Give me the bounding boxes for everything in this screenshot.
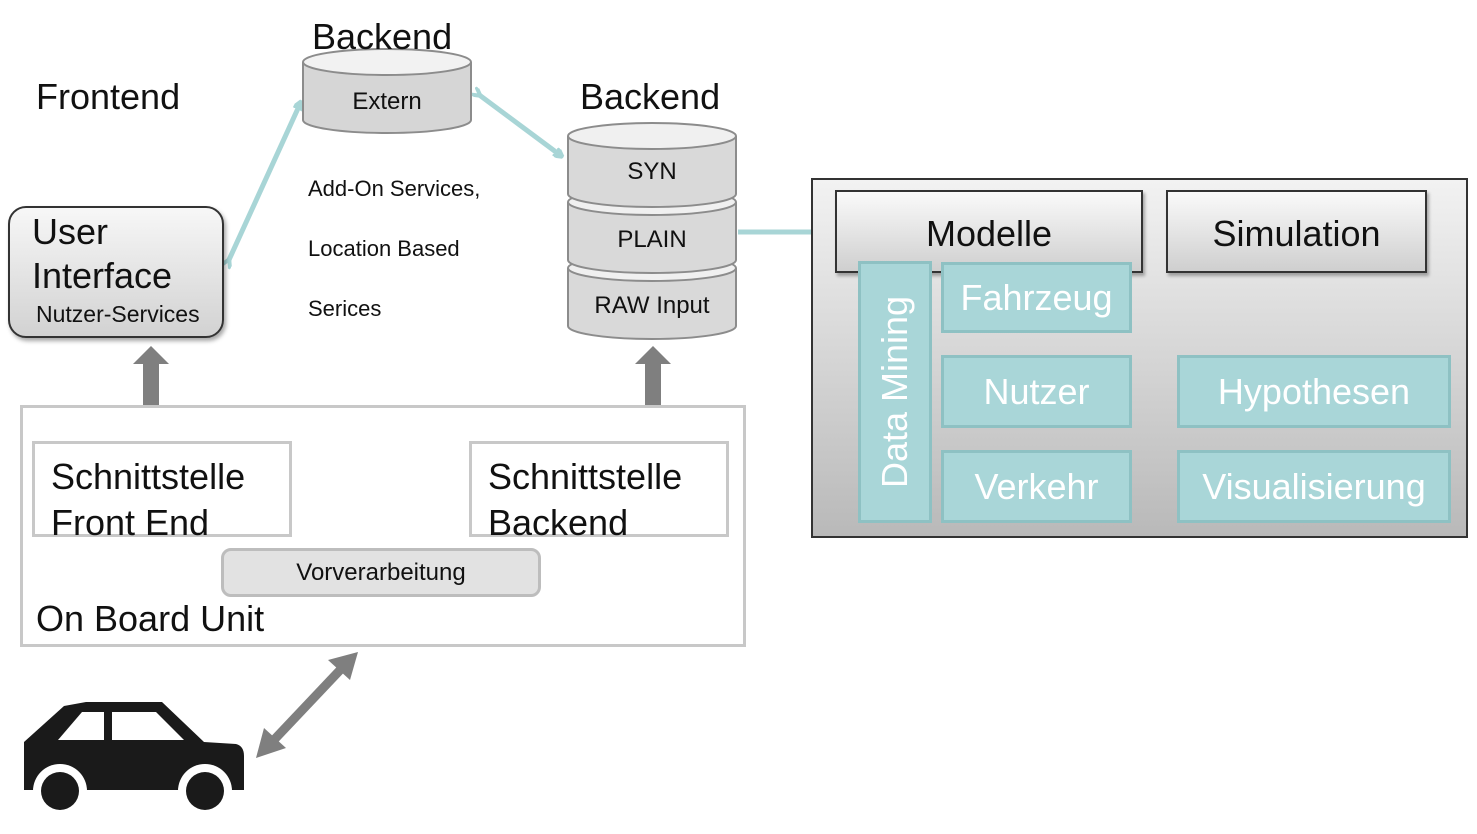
database-icon <box>567 122 737 340</box>
arrow-extern-backend <box>478 94 560 155</box>
model-item-verkehr: Verkehr <box>941 450 1132 523</box>
ui-subtitle: Nutzer-Services <box>36 301 200 327</box>
ui-title-line2: Interface <box>32 255 173 296</box>
sim-item-hypothesen: Hypothesen <box>1177 355 1451 428</box>
addon-services-note: Add-On Services, Location Based Serices <box>308 144 480 354</box>
frontend-label: Frontend <box>36 76 181 117</box>
model-item-fahrzeug: Fahrzeug <box>941 262 1132 333</box>
user-interface-box: User Interface Nutzer-Services <box>8 206 224 338</box>
addon-note-line: Serices <box>308 296 382 321</box>
arrow-ui-extern <box>228 104 300 262</box>
data-mining-bar: Data Mining <box>858 261 932 523</box>
addon-note-line: Add-On Services, <box>308 176 481 201</box>
extern-db-label: Extern <box>352 88 422 115</box>
preprocessing-box: Vorverarbeitung <box>221 548 541 597</box>
iface-backend-line1: Schnittstelle <box>488 456 683 497</box>
addon-note-line: Location Based <box>308 236 460 261</box>
modelle-header: Modelle <box>835 190 1143 273</box>
ui-title-line1: User <box>32 211 109 252</box>
sim-item-visualisierung: Visualisierung <box>1177 450 1451 523</box>
interface-frontend-box: Schnittstelle Front End <box>32 441 292 543</box>
db-layer-plain: PLAIN <box>617 226 687 253</box>
simulation-header: Simulation <box>1166 190 1427 273</box>
db-layer-syn: SYN <box>627 158 677 185</box>
on-board-unit-label: On Board Unit <box>36 598 265 639</box>
database-icon <box>302 48 472 134</box>
iface-frontend-line2: Front End <box>51 502 210 543</box>
iface-frontend-line1: Schnittstelle <box>51 456 246 497</box>
backend-top-label: Backend <box>312 16 453 57</box>
backend-right-label: Backend <box>580 76 721 117</box>
iface-backend-line2: Backend <box>488 502 629 543</box>
model-item-nutzer: Nutzer <box>941 355 1132 428</box>
interface-backend-box: Schnittstelle Backend <box>469 441 729 543</box>
db-layer-raw-input: RAW Input <box>594 292 710 319</box>
arrow-car-obu <box>256 652 358 758</box>
data-mining-label: Data Mining <box>874 295 915 489</box>
car-icon <box>24 702 244 818</box>
